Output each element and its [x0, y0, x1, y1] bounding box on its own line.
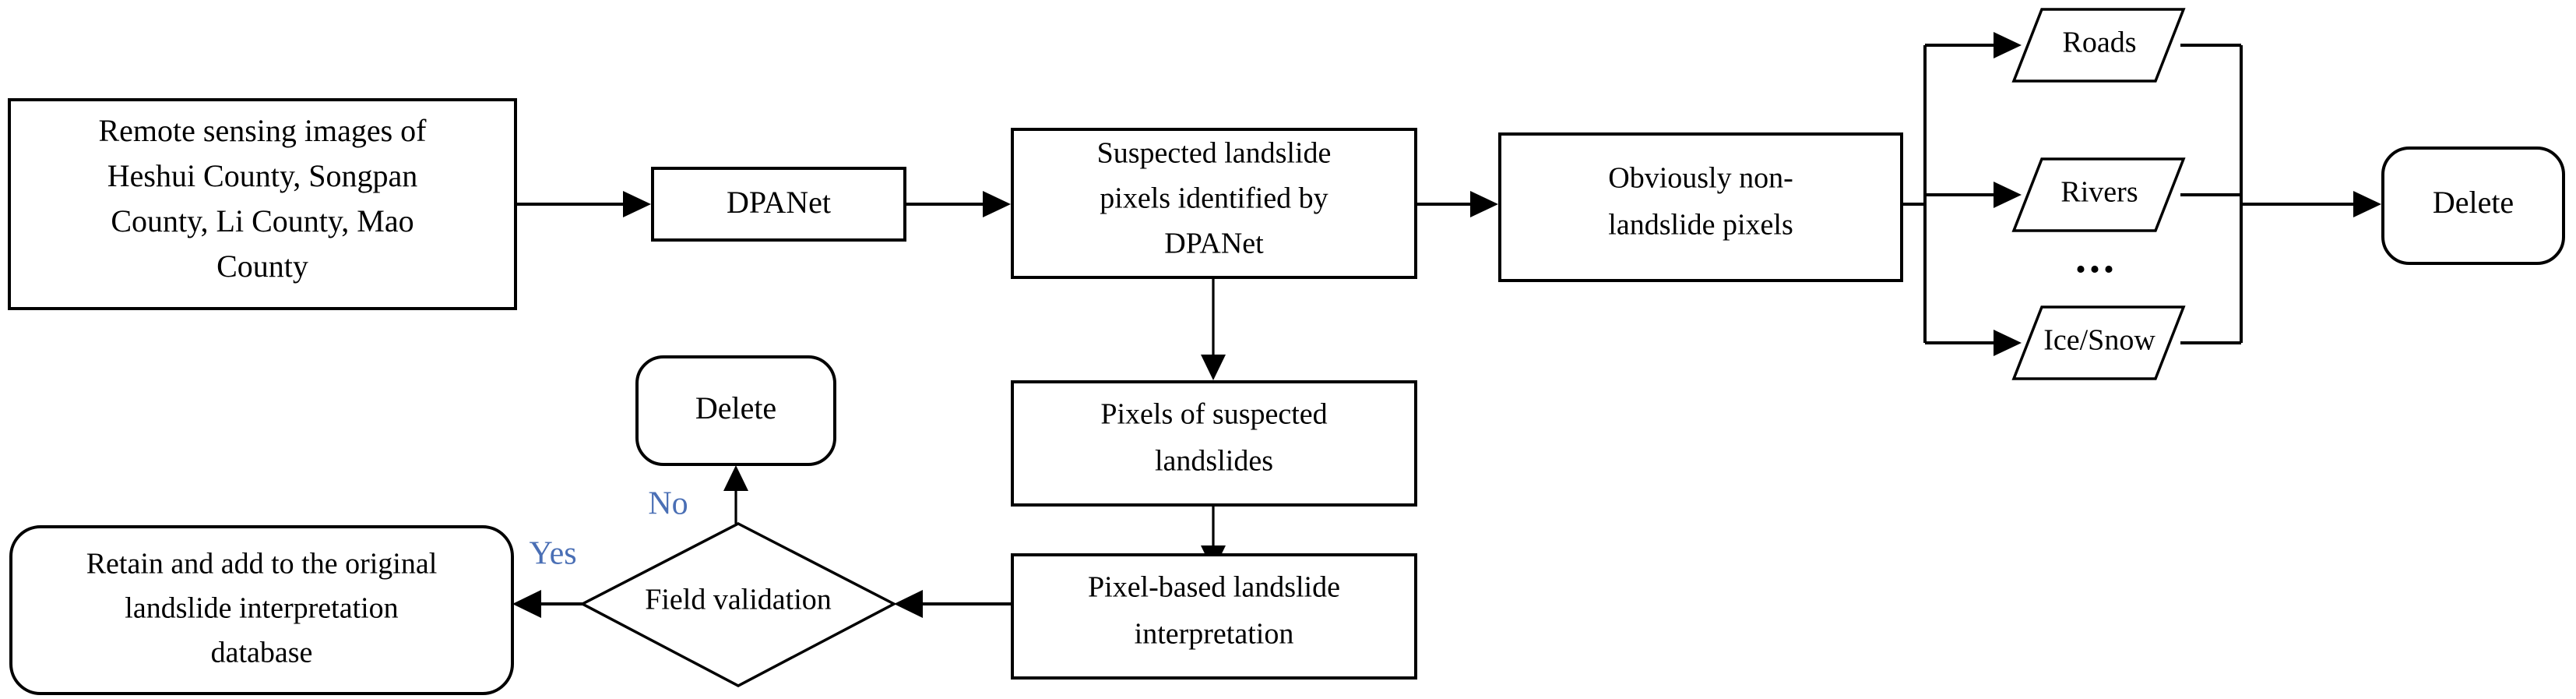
node-ice-snow[interactable]: Ice/Snow	[2011, 305, 2186, 380]
edge-suspected-to-nonlandslide	[1416, 191, 1498, 217]
node-delete-right-label: Delete	[2433, 185, 2514, 220]
edge-interpretation-to-validation	[894, 590, 1012, 618]
node-delete-bottom-label: Delete	[695, 390, 776, 425]
edge-label-yes: Yes	[529, 536, 576, 572]
node-non-landslide-line-1: landslide pixels	[1608, 209, 1793, 242]
edge-suspected-to-pixels-down	[1201, 277, 1226, 380]
node-dpanet-label: DPANet	[727, 185, 831, 220]
node-rivers[interactable]: Rivers	[2011, 157, 2186, 232]
edge-split-to-rivers	[1925, 182, 2022, 208]
node-suspected-pixels-line-1: pixels identified by	[1100, 182, 1328, 215]
node-input-images[interactable]: Remote sensing images of Heshui County, …	[8, 98, 517, 310]
node-dpanet[interactable]: DPANet	[651, 167, 906, 242]
node-suspected-pixels[interactable]: Suspected landslide pixels identified by…	[1011, 128, 1417, 279]
node-input-images-line-0: Remote sensing images of	[98, 113, 427, 148]
edge-label-yes-text: Yes	[529, 536, 576, 572]
node-non-landslide-pixels[interactable]: Obviously non- landslide pixels	[1498, 132, 1903, 282]
node-delete-right[interactable]: Delete	[2381, 147, 2565, 265]
node-pixel-based-line-1: interpretation	[1135, 618, 1294, 651]
node-pixel-based-interpretation[interactable]: Pixel-based landslide interpretation	[1011, 553, 1417, 680]
node-pixels-suspected-line-1: landslides	[1155, 445, 1273, 478]
edge-dpanet-to-suspected	[905, 191, 1011, 217]
node-pixels-suspected-landslides[interactable]: Pixels of suspected landslides	[1011, 380, 1417, 507]
node-rivers-label: Rivers	[2060, 176, 2138, 209]
edge-merge-to-delete-right	[2241, 191, 2381, 217]
node-pixels-suspected-line-0: Pixels of suspected	[1100, 398, 1327, 431]
node-retain-line-1: landslide interpretation	[125, 592, 398, 625]
node-input-images-line-2: County, Li County, Mao	[111, 203, 413, 238]
edge-label-no-text: No	[648, 486, 688, 522]
edge-validation-to-retain-yes	[512, 590, 586, 618]
node-ellipsis-label: ...	[2075, 234, 2117, 282]
node-input-images-line-3: County	[216, 249, 308, 284]
node-input-images-line-1: Heshui County, Songpan	[107, 158, 418, 193]
node-roads-label: Roads	[2063, 26, 2137, 59]
node-field-validation-label: Field validation	[645, 584, 832, 616]
node-delete-bottom[interactable]: Delete	[635, 355, 836, 466]
node-suspected-pixels-line-0: Suspected landslide	[1097, 137, 1332, 170]
node-roads[interactable]: Roads	[2011, 8, 2186, 83]
node-retain-database[interactable]: Retain and add to the original landslide…	[9, 525, 514, 695]
node-retain-line-2: database	[211, 637, 313, 669]
node-field-validation[interactable]: Field validation	[579, 522, 897, 687]
edge-split-to-icesnow	[1925, 330, 2022, 356]
edge-merge-trunk	[2180, 44, 2243, 344]
node-ellipsis: ...	[2075, 234, 2117, 282]
node-pixel-based-line-0: Pixel-based landslide	[1088, 571, 1340, 604]
edge-split-to-roads	[1925, 32, 2022, 58]
node-ice-snow-label: Ice/Snow	[2043, 324, 2155, 357]
edge-input-to-dpanet	[516, 191, 651, 217]
node-suspected-pixels-line-2: DPANet	[1164, 228, 1264, 260]
node-retain-line-0: Retain and add to the original	[86, 548, 438, 581]
edge-label-no: No	[648, 486, 688, 522]
edge-validation-to-delete-no	[723, 465, 748, 524]
node-non-landslide-line-0: Obviously non-	[1608, 162, 1793, 195]
edge-nonlandslide-to-split	[1902, 45, 1927, 343]
